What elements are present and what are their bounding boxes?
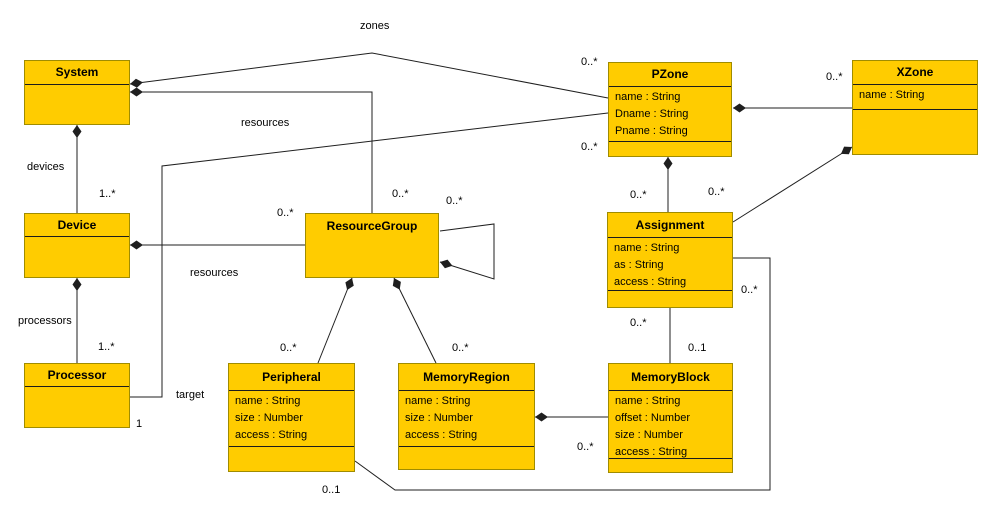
target-association-label: target (176, 389, 205, 401)
composition-device-resourcegroup-diamond-icon (130, 240, 143, 250)
class-device: Device (24, 213, 130, 278)
composition-resourcegroup-self (439, 223, 495, 280)
attribute-row: name : String (235, 395, 301, 407)
class-memoryblock: MemoryBlock name : String offset : Number s… (608, 363, 733, 473)
assignment-pzone-multiplicity: 0..* (630, 189, 647, 201)
class-empty-compartment-memoryblock (609, 458, 732, 472)
devices-association-label: devices (27, 161, 65, 173)
resourcegroup-device-multiplicity: 0..* (277, 207, 294, 219)
class-empty-compartment-memoryregion (399, 446, 534, 469)
class-attributes-xzone: name : String (853, 84, 977, 109)
class-attributes-memoryregion: name : String size : Number access : Strin… (399, 390, 534, 446)
processor-device-multiplicity: 1..* (98, 341, 115, 353)
class-empty-compartment-peripheral (229, 446, 354, 471)
composition-system-device-diamond-icon (72, 125, 82, 138)
attribute-row: name : String (614, 242, 680, 254)
attribute-row: name : String (615, 395, 681, 407)
class-empty-compartment-processor (25, 386, 129, 427)
class-title-memoryblock: MemoryBlock (631, 370, 710, 384)
resources-system-label: resources (241, 117, 290, 129)
class-empty-compartment-pzone (609, 141, 731, 156)
memoryblock-assignment-multiplicity: 0..1 (688, 342, 707, 354)
memoryblock-region-multiplicity: 0..* (577, 441, 594, 453)
xzone-pzone-multiplicity: 0..* (826, 71, 843, 83)
class-resourcegroup: ResourceGroup (305, 213, 439, 278)
class-title-pzone: PZone (651, 67, 689, 81)
peripheral-resourcegroup-multiplicity: 0..* (280, 342, 297, 354)
class-title-resourcegroup: ResourceGroup (326, 219, 418, 233)
composition-system-resourcegroup-diamond-icon (130, 87, 143, 97)
attribute-row: Dname : String (615, 108, 689, 120)
processor-target-multiplicity: 1 (136, 418, 143, 430)
class-title-assignment: Assignment (635, 218, 705, 232)
resourcegroup-self-multiplicity: 0..* (446, 195, 463, 207)
class-xzone: XZone name : String (852, 60, 978, 155)
class-empty-compartment-assignment (608, 290, 732, 307)
class-title-processor: Processor (47, 368, 107, 382)
class-system: System (24, 60, 130, 125)
zones-association-label: zones (360, 20, 390, 32)
composition-device-processor-diamond-icon (72, 278, 82, 291)
attribute-row: access : String (235, 429, 308, 441)
composition-xzone-assignment-diamond-icon (840, 146, 852, 155)
attribute-row: name : String (615, 91, 681, 103)
assignment-xzone-multiplicity: 0..* (708, 186, 725, 198)
class-attributes-assignment: name : String as : String access : String (608, 237, 732, 290)
class-processor: Processor (24, 363, 130, 428)
composition-pzone-xzone-diamond-icon (733, 103, 746, 113)
class-title-memoryregion: MemoryRegion (423, 370, 510, 384)
composition-resourcegroup-peripheral (317, 277, 353, 364)
device-system-multiplicity: 1..* (99, 188, 116, 200)
memoryregion-resourcegroup-multiplicity: 0..* (452, 342, 469, 354)
attribute-row: size : Number (235, 412, 303, 424)
resourcegroup-system-multiplicity: 0..* (392, 188, 409, 200)
attribute-row: name : String (405, 395, 471, 407)
class-title-xzone: XZone (896, 65, 934, 79)
composition-resourcegroup-self-diamond-icon (440, 259, 453, 269)
composition-system-resourcegroup (130, 91, 373, 213)
peripheral-assignment-multiplicity: 0..1 (322, 484, 341, 496)
attribute-row: Pname : String (615, 125, 688, 137)
class-empty-compartment-system (25, 84, 129, 124)
class-memoryregion: MemoryRegion name : String size : Number ac… (398, 363, 535, 470)
attribute-row: access : String (405, 429, 478, 441)
class-attributes-peripheral: name : String size : Number access : Strin… (229, 390, 354, 446)
attribute-row: offset : Number (615, 412, 690, 424)
attribute-row: access : String (614, 276, 687, 288)
assignment-memoryblock-multiplicity: 0..* (630, 317, 647, 329)
class-attributes-memoryblock: name : String offset : Number size : Numbe… (609, 390, 732, 458)
composition-resourcegroup-memoryregion-diamond-icon (392, 278, 401, 290)
processors-association-label: processors (18, 315, 72, 327)
class-empty-compartment-device (25, 236, 129, 277)
composition-resourcegroup-peripheral-diamond-icon (345, 278, 354, 291)
composition-memoryregion-memoryblock-diamond-icon (535, 412, 548, 422)
association-assignment-peripheral (354, 257, 771, 491)
resources-device-label: resources (190, 267, 239, 279)
attribute-row: size : Number (405, 412, 473, 424)
composition-xzone-assignment (732, 146, 853, 223)
composition-system-pzone-zones (129, 52, 609, 99)
class-peripheral: Peripheral name : String size : Number acce… (228, 363, 355, 472)
class-title-device: Device (57, 218, 97, 232)
association-processor-pzone-target (130, 112, 609, 398)
class-assignment: Assignment name : String as : String access… (607, 212, 733, 308)
pzone-target-multiplicity: 0..* (581, 141, 598, 153)
composition-resourcegroup-memoryregion (393, 277, 437, 364)
class-title-system: System (55, 65, 99, 79)
attribute-row: as : String (614, 259, 664, 271)
pzone-zones-multiplicity: 0..* (581, 56, 598, 68)
attribute-row: name : String (859, 89, 925, 101)
composition-system-pzone-zones-diamond-icon (130, 78, 143, 88)
attribute-row: access : String (615, 446, 688, 458)
class-empty-compartment-xzone (853, 109, 977, 154)
class-title-peripheral: Peripheral (262, 370, 321, 384)
composition-pzone-assignment-diamond-icon (663, 157, 673, 170)
attribute-row: size : Number (615, 429, 683, 441)
assignment-peripheral-multiplicity: 0..* (741, 284, 758, 296)
